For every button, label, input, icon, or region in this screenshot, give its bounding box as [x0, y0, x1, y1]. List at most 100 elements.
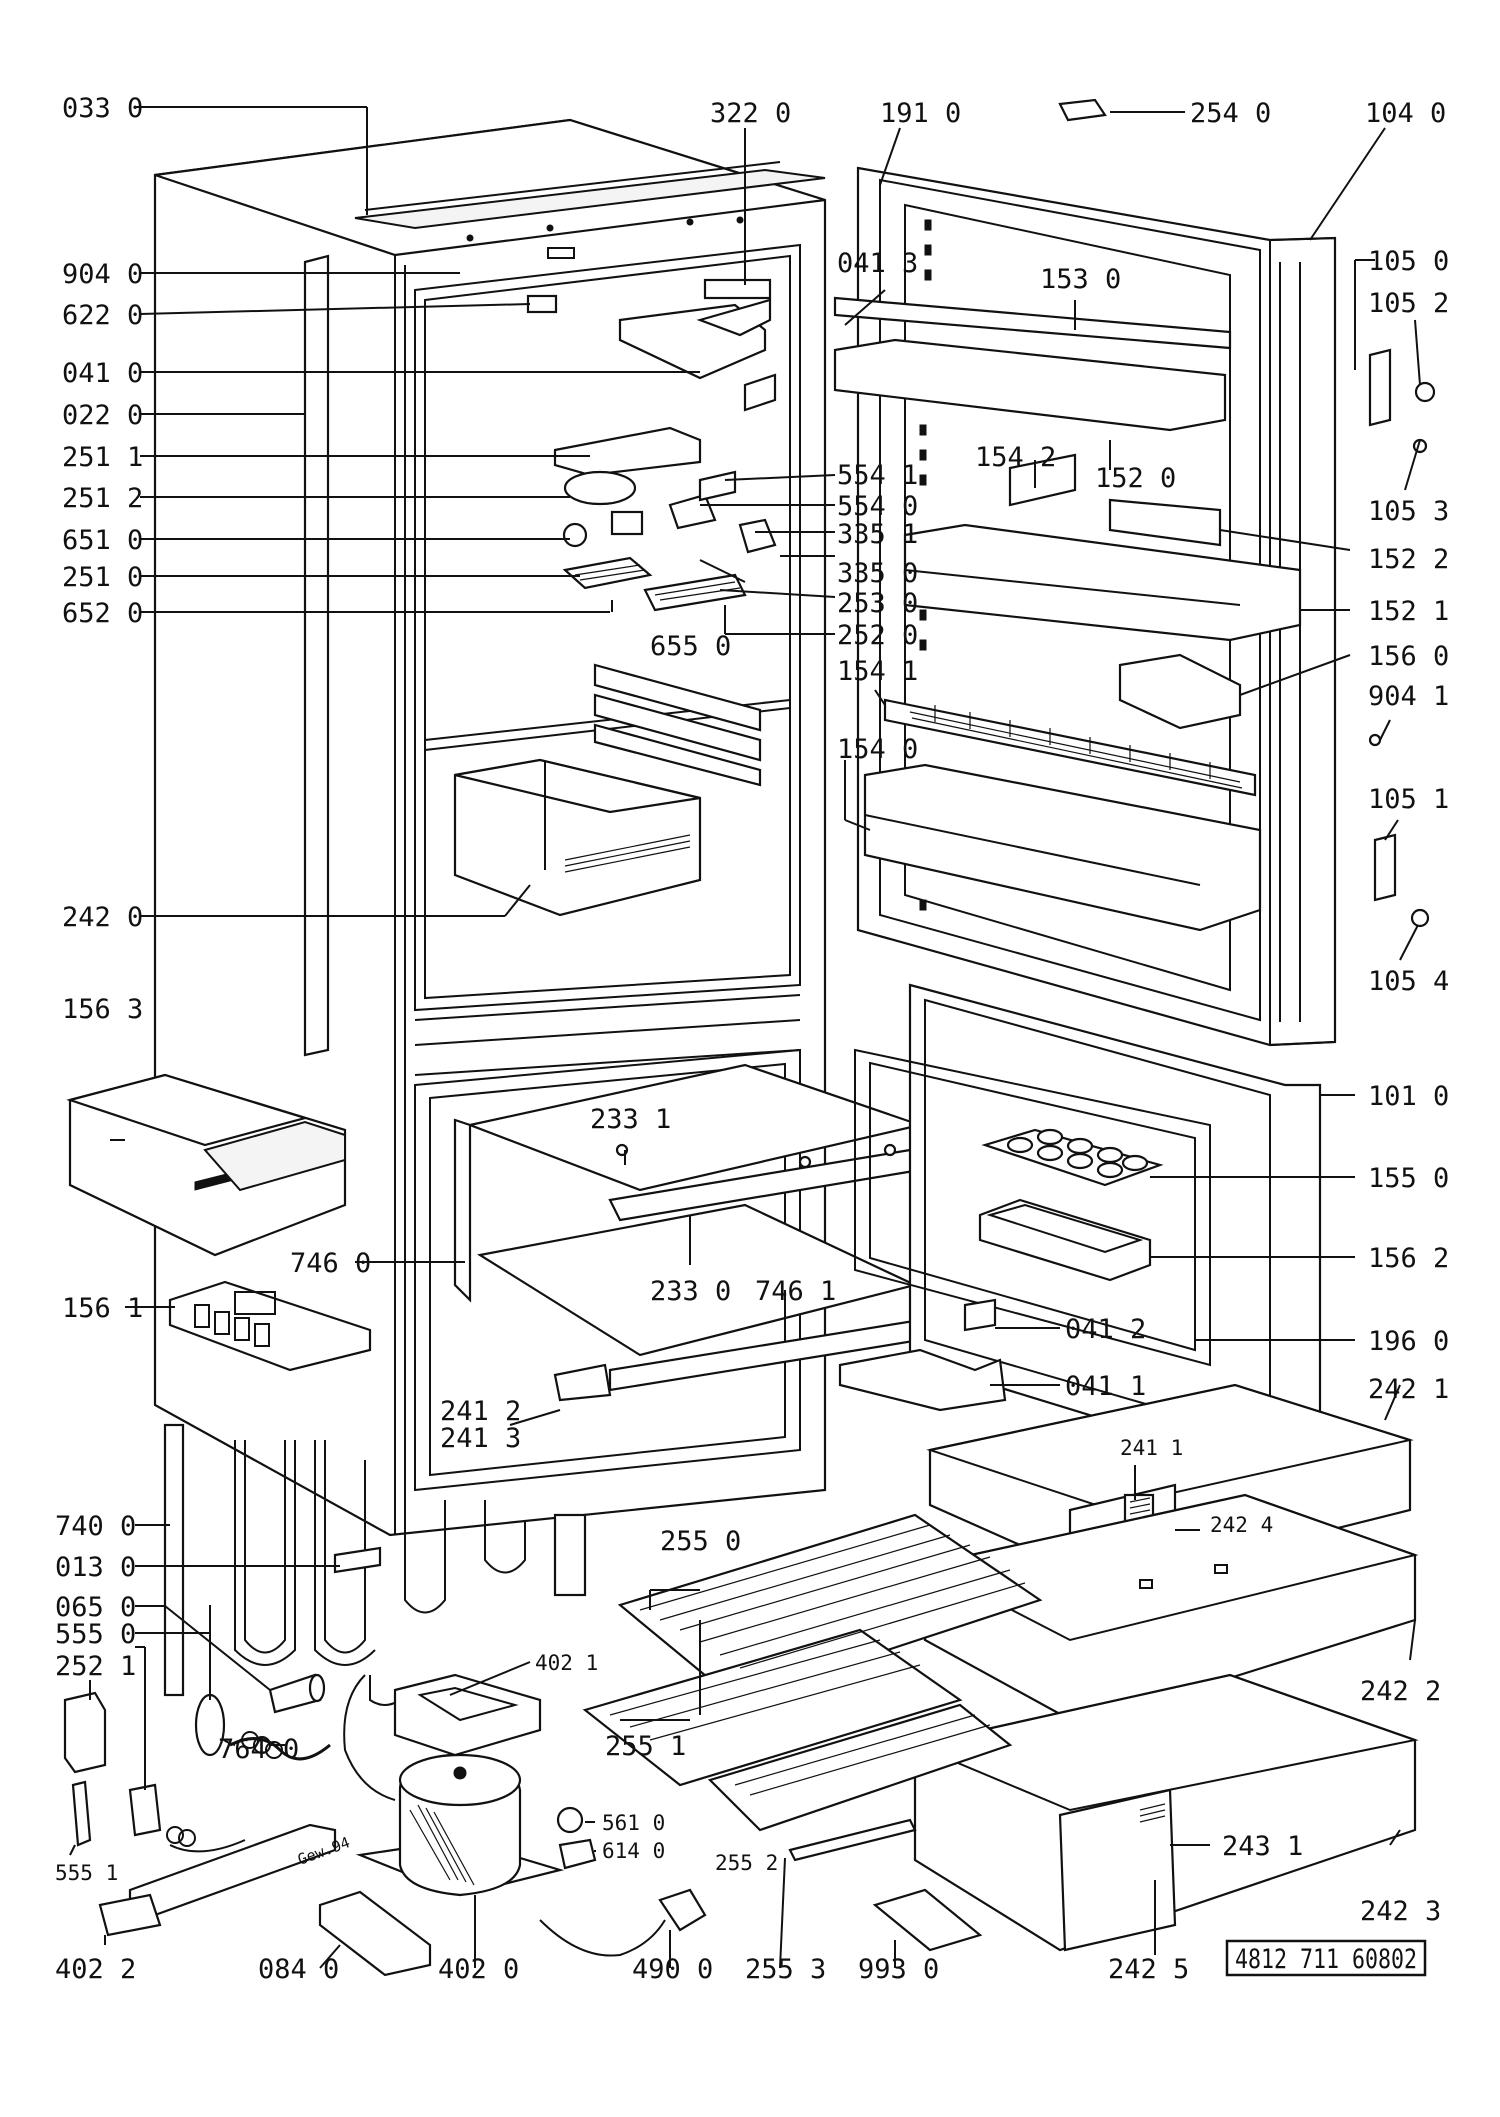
callout-065-0: 065 0: [55, 1592, 136, 1623]
callout-233-0: 233 0: [650, 1276, 731, 1307]
ice-cube-tray-box: [66, 1073, 347, 1257]
callout-904-0: 904 0: [62, 259, 143, 290]
callout-191-0: 191 0: [880, 98, 961, 129]
callout-105-4: 105 4: [1368, 966, 1449, 997]
callout-084-0: 084 0: [258, 1954, 339, 1985]
upper-door: [833, 166, 1337, 1047]
callout-242-4: 242 4: [1210, 1513, 1273, 1537]
callout-993-0: 993 0: [858, 1954, 939, 1985]
base-frame: [98, 1823, 337, 1937]
callout-241-2: 241 2: [440, 1396, 521, 1427]
callout-255-2: 255 2: [715, 1851, 778, 1875]
callout-243-1: 243 1: [1222, 1831, 1303, 1862]
callout-041-2: 041 2: [1065, 1314, 1146, 1345]
callout-904-1: 904 1: [1368, 681, 1449, 712]
document-number-box: 4812 711 60802: [1225, 1939, 1427, 1977]
callout-152-1: 152 1: [1368, 596, 1449, 627]
callout-105-1: 105 1: [1368, 784, 1449, 815]
callout-242-2: 242 2: [1360, 1676, 1441, 1707]
compressor-mounting-bracket: [393, 1673, 542, 1757]
callout-555-1: 555 1: [55, 1861, 118, 1885]
capillary-tube: [166, 1605, 401, 1853]
freezer-drawer: [453, 758, 702, 917]
relay-components: [556, 1806, 597, 1870]
callout-013-0: 013 0: [55, 1552, 136, 1583]
callout-242-0: 242 0: [62, 902, 143, 933]
callout-105-2: 105 2: [1368, 288, 1449, 319]
callout-154-0: 154 0: [837, 734, 918, 765]
callout-104-0: 104 0: [1365, 98, 1446, 129]
power-cord: [539, 1888, 707, 1957]
callout-255-3: 255 3: [745, 1954, 826, 1985]
callout-251-0: 251 0: [62, 562, 143, 593]
rubber-mount: [318, 1890, 432, 1977]
callout-555-0: 555 0: [55, 1619, 136, 1650]
egg-tray: [981, 1128, 1164, 1187]
callout-152-2: 152 2: [1368, 544, 1449, 575]
callout-335-1: 335 1: [837, 519, 918, 550]
left-loose-parts: [63, 1691, 162, 1847]
callout-242-3: 242 3: [1360, 1896, 1441, 1927]
butter-dish: [978, 1198, 1152, 1282]
callout-253-0: 253 0: [837, 588, 918, 619]
callout-labels: 033 0 322 0 191 0 254 0 104 0 904 0 622 …: [55, 93, 1449, 1985]
callout-252-0: 252 0: [837, 620, 918, 651]
callout-241-3: 241 3: [440, 1423, 521, 1454]
side-trim-strip: [303, 254, 330, 1057]
callout-402-1: 402 1: [535, 1651, 598, 1675]
callout-614-0: 614 0: [602, 1839, 665, 1863]
callout-254-0: 254 0: [1190, 98, 1271, 129]
callout-105-3: 105 3: [1368, 496, 1449, 527]
freezer-shelf-rails: [593, 663, 762, 787]
crisper-drawer-middle: [922, 1493, 1419, 1727]
callout-255-0: 255 0: [660, 1526, 741, 1557]
bottom-shelf-frames: [582, 1513, 1043, 1952]
callout-251-2: 251 2: [62, 483, 143, 514]
compressor: [355, 1753, 565, 1897]
callout-154-1: 154 1: [837, 656, 918, 687]
callout-322-0: 322 0: [710, 98, 791, 129]
callout-622-0: 622 0: [62, 300, 143, 331]
callout-156-3: 156 3: [62, 994, 143, 1025]
callout-255-1: 255 1: [605, 1731, 686, 1762]
cover-cap: [1058, 98, 1107, 122]
door-hinge-parts: [1368, 348, 1436, 928]
callout-241-1: 241 1: [1120, 1436, 1183, 1460]
callout-554-0: 554 0: [837, 491, 918, 522]
condenser-coils: [163, 1423, 587, 1697]
lower-hinge-parts: [838, 1298, 1007, 1412]
thermostat-assembly: [526, 278, 777, 612]
callout-490-0: 490 0: [632, 1954, 713, 1985]
callout-156-2: 156 2: [1368, 1243, 1449, 1274]
callout-156-1: 156 1: [62, 1293, 143, 1324]
callout-402-2: 402 2: [55, 1954, 136, 1985]
callout-655-0: 655 0: [650, 631, 731, 662]
glass-shelf-assembly: [453, 1063, 924, 1402]
crisper-drawer-lower: [911, 1673, 1419, 1952]
callout-402-0: 402 0: [438, 1954, 519, 1985]
callout-746-0: 746 0: [290, 1248, 371, 1279]
ice-tray: [168, 1280, 372, 1372]
callout-156-0: 156 0: [1368, 641, 1449, 672]
callout-740-0: 740 0: [55, 1511, 136, 1542]
callout-746-1: 746 1: [755, 1276, 836, 1307]
callout-561-0: 561 0: [602, 1811, 665, 1835]
callout-651-0: 651 0: [62, 525, 143, 556]
callout-033-0: 033 0: [62, 93, 143, 124]
callout-233-1: 233 1: [590, 1104, 671, 1135]
callout-554-1: 554 1: [837, 460, 918, 491]
callout-041-3: 041 3: [837, 248, 918, 279]
callout-242-5: 242 5: [1108, 1954, 1189, 1985]
callout-764-0: 764 0: [218, 1734, 299, 1765]
callout-652-0: 652 0: [62, 598, 143, 629]
callout-153-0: 153 0: [1040, 264, 1121, 295]
callout-196-0: 196 0: [1368, 1326, 1449, 1357]
callout-252-1: 252 1: [55, 1651, 136, 1682]
callout-041-0: 041 0: [62, 358, 143, 389]
callout-154-2: 154 2: [975, 442, 1056, 473]
callout-152-0: 152 0: [1095, 463, 1176, 494]
callout-251-1: 251 1: [62, 442, 143, 473]
callout-041-1: 041 1: [1065, 1371, 1146, 1402]
callout-335-0: 335 0: [837, 558, 918, 589]
document-number: 4812 711 60802: [1235, 1944, 1417, 1975]
